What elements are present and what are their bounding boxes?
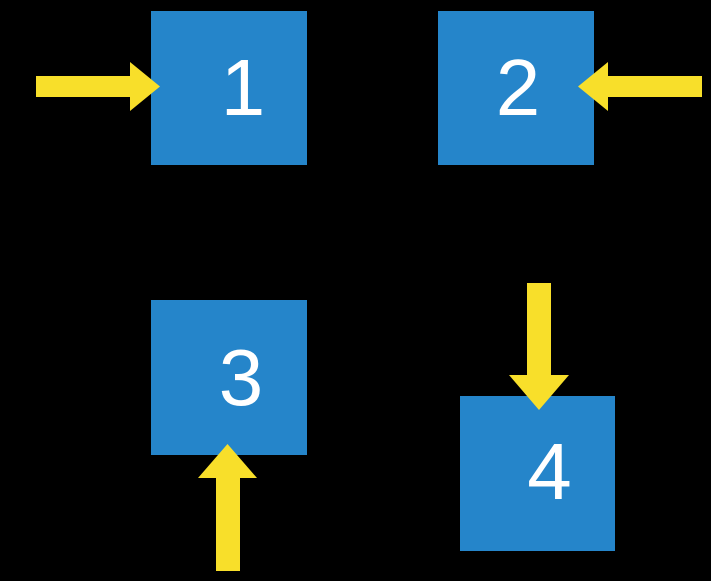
box-1-label: 1 [220,43,266,132]
box-3[interactable] [151,300,307,455]
box-2[interactable] [438,11,594,165]
box-4-label: 4 [527,427,572,516]
box-1[interactable] [151,11,307,165]
box-2-label: 2 [495,43,541,132]
box-4[interactable] [460,396,615,551]
box-3-label: 3 [218,333,264,422]
